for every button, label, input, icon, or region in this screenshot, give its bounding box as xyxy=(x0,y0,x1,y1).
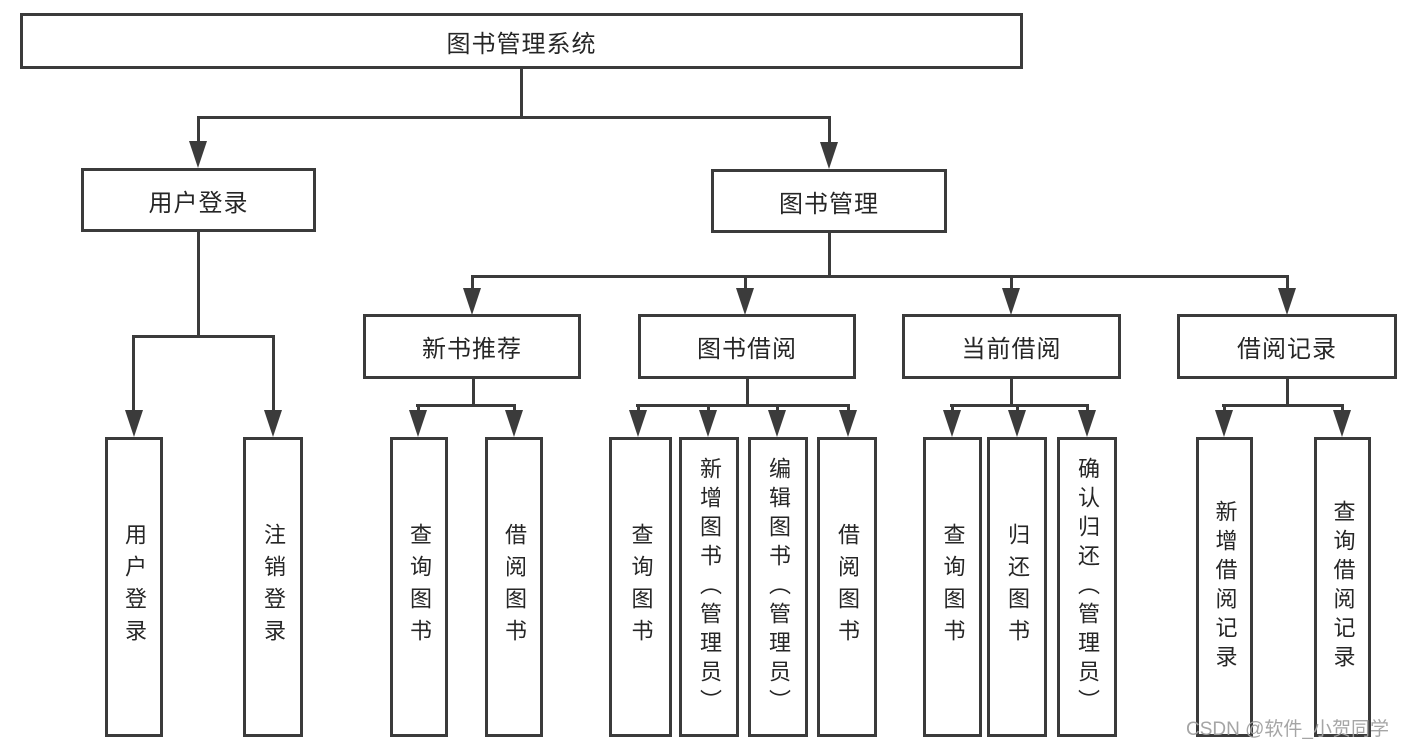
node-borrow-records-label: 借阅记录 xyxy=(1237,336,1337,363)
connector-group4-stem xyxy=(1286,379,1289,406)
connector-leaf-stem xyxy=(707,404,710,414)
leaf-user-login: 用户登录 xyxy=(105,437,163,737)
connector-root-stem xyxy=(520,69,523,117)
leaf-query-book-3: 查询图书 xyxy=(923,437,982,737)
connector-group3-hline xyxy=(950,404,1089,407)
leaf-label: 借阅图书 xyxy=(502,523,527,651)
arrow-down-icon xyxy=(264,410,282,437)
leaf-query-book-1: 查询图书 xyxy=(390,437,448,737)
arrow-down-icon xyxy=(736,288,754,315)
node-new-book-recommend: 新书推荐 xyxy=(363,314,581,379)
leaf-label: 确认归还（管理员） xyxy=(1075,456,1100,718)
connector-group1-hline xyxy=(416,404,516,407)
leaf-label: 借阅图书 xyxy=(835,523,860,651)
connector-leaf-stem xyxy=(637,404,640,414)
connector-leaf-stem xyxy=(513,404,516,414)
connector-leaf-stem xyxy=(1016,404,1019,414)
arrow-down-icon xyxy=(505,410,523,437)
leaf-add-borrow-record: 新增借阅记录 xyxy=(1196,437,1253,737)
connector-group3-stem xyxy=(1010,379,1013,406)
connector-group4-hline xyxy=(1222,404,1344,407)
arrow-down-icon xyxy=(1008,410,1026,437)
arrow-down-icon xyxy=(409,410,427,437)
leaf-label: 查询图书 xyxy=(940,523,966,651)
connector-stem-borrow xyxy=(744,275,747,291)
connector-stem-login xyxy=(132,335,135,413)
connector-leaf-stem xyxy=(1086,404,1089,414)
watermark-text: CSDN @软件_小贺同学 xyxy=(1186,719,1389,740)
node-root: 图书管理系统 xyxy=(20,13,1023,69)
leaf-label: 新增借阅记录 xyxy=(1212,500,1238,674)
leaf-confirm-return-admin: 确认归还（管理员） xyxy=(1057,437,1117,737)
connector-stem-user-login xyxy=(197,116,200,144)
arrow-down-icon xyxy=(943,410,961,437)
connector-leaf-stem xyxy=(776,404,779,414)
leaf-edit-book-admin: 编辑图书（管理员） xyxy=(748,437,808,737)
connector-userlogin-stem xyxy=(197,232,200,337)
leaf-logout: 注销登录 xyxy=(243,437,303,737)
node-current-borrow-label: 当前借阅 xyxy=(961,336,1062,363)
arrow-down-icon xyxy=(1002,288,1020,315)
node-user-login: 用户登录 xyxy=(81,168,316,232)
arrow-down-icon xyxy=(1078,410,1096,437)
connector-group2-hline xyxy=(636,404,850,407)
arrow-down-icon xyxy=(1215,410,1233,437)
leaf-label: 新增图书（管理员） xyxy=(697,456,722,718)
node-borrow-records: 借阅记录 xyxy=(1177,314,1397,379)
connector-stem-records xyxy=(1286,275,1289,291)
node-root-label: 图书管理系统 xyxy=(446,30,597,58)
leaf-borrow-book-2: 借阅图书 xyxy=(817,437,877,737)
connector-userlogin-hline xyxy=(132,335,275,338)
leaf-query-book-2: 查询图书 xyxy=(609,437,672,737)
leaf-label: 编辑图书（管理员） xyxy=(766,456,791,718)
leaf-label: 查询借阅记录 xyxy=(1330,500,1356,674)
node-book-management: 图书管理 xyxy=(711,169,947,233)
leaf-label: 用户登录 xyxy=(122,523,147,651)
node-book-management-label: 图书管理 xyxy=(779,190,879,218)
arrow-down-icon xyxy=(820,142,838,169)
arrow-down-icon xyxy=(629,410,647,437)
arrow-down-icon xyxy=(125,410,143,437)
arrow-down-icon xyxy=(189,141,207,168)
connector-leaf-stem xyxy=(1223,404,1226,414)
connector-leaf-stem xyxy=(417,404,420,414)
connector-stem-logout xyxy=(272,335,275,413)
node-current-borrow: 当前借阅 xyxy=(902,314,1121,379)
node-new-book-recommend-label: 新书推荐 xyxy=(422,336,522,363)
leaf-label: 查询图书 xyxy=(628,523,654,651)
connector-group2-stem xyxy=(746,379,749,406)
node-book-borrow: 图书借阅 xyxy=(638,314,856,379)
connector-group1-stem xyxy=(472,379,475,406)
arrow-down-icon xyxy=(1278,288,1296,315)
leaf-label: 查询图书 xyxy=(407,523,432,651)
connector-stem-current xyxy=(1010,275,1013,291)
node-book-borrow-label: 图书借阅 xyxy=(697,336,797,363)
leaf-query-borrow-record: 查询借阅记录 xyxy=(1314,437,1371,737)
arrow-down-icon xyxy=(839,410,857,437)
arrow-down-icon xyxy=(463,288,481,315)
connector-bookmgmt-stem xyxy=(828,233,831,276)
leaf-return-book: 归还图书 xyxy=(987,437,1047,737)
connector-leaf-stem xyxy=(951,404,954,414)
leaf-label: 注销登录 xyxy=(261,523,286,651)
leaf-borrow-book-1: 借阅图书 xyxy=(485,437,543,737)
node-user-login-label: 用户登录 xyxy=(148,189,249,217)
arrow-down-icon xyxy=(1333,410,1351,437)
connector-level2-hline xyxy=(197,116,831,119)
leaf-add-book-admin: 新增图书（管理员） xyxy=(679,437,739,737)
connector-stem-newbook xyxy=(471,275,474,291)
arrow-down-icon xyxy=(699,410,717,437)
leaf-label: 归还图书 xyxy=(1005,523,1030,651)
connector-leaf-stem xyxy=(847,404,850,414)
connector-leaf-stem xyxy=(1341,404,1344,414)
arrow-down-icon xyxy=(768,410,786,437)
connector-stem-book-mgmt xyxy=(828,116,831,144)
connector-level3-hline xyxy=(471,275,1288,278)
